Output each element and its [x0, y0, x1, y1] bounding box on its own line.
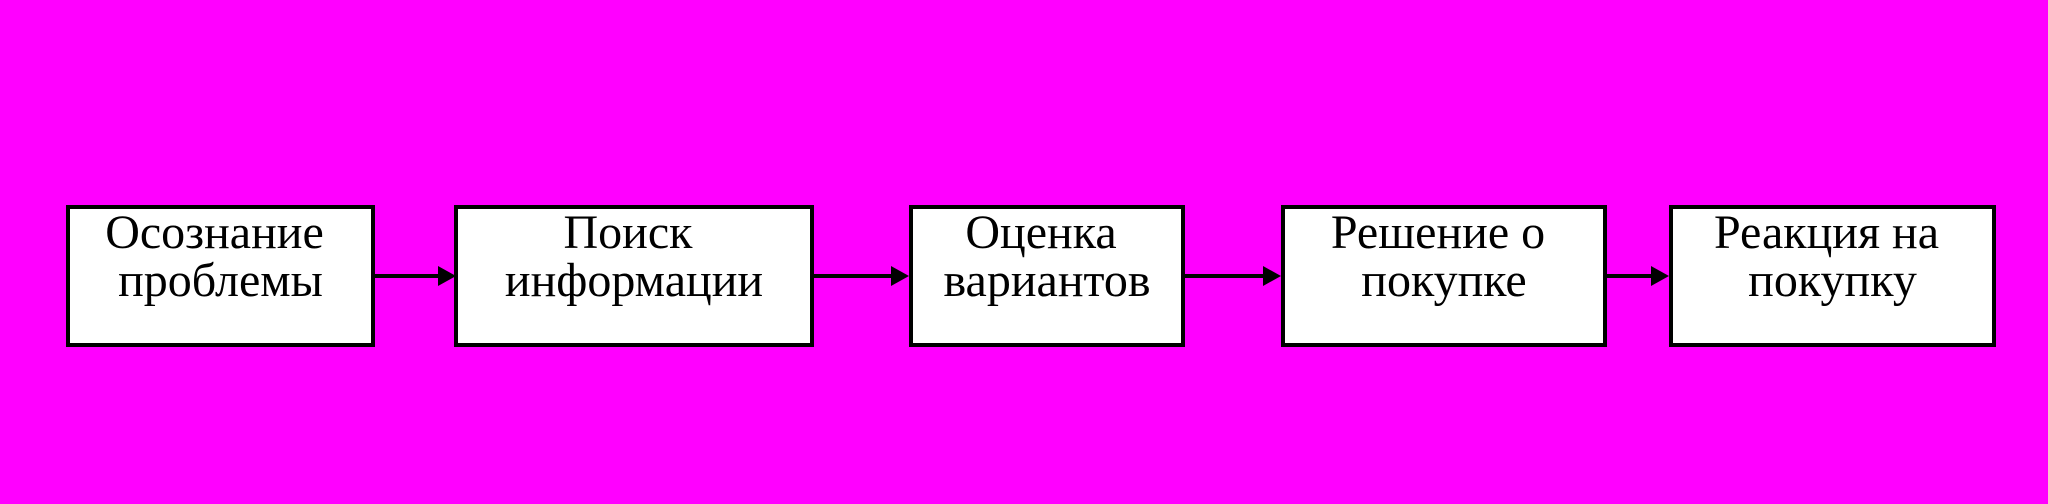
- step-box-information-search: Поиск информации: [454, 205, 814, 347]
- svg-text:Реакция на покупку: Реакция на покупку: [1714, 206, 1951, 307]
- step-label-line2: проблемы: [118, 254, 323, 307]
- step-label-line2: покупке: [1361, 254, 1526, 307]
- step-label-line2: вариантов: [943, 254, 1150, 307]
- flow-arrow-3: [1183, 266, 1281, 286]
- step-label-line2: покупку: [1748, 254, 1917, 307]
- flow-arrow-2: [812, 266, 909, 286]
- step-box-post-purchase-reaction: Реакция на покупку: [1669, 205, 1996, 347]
- step-box-purchase-decision: Решение о покупке: [1281, 205, 1607, 347]
- step-label-line2: информации: [505, 254, 763, 307]
- step-label-line1: Решение о: [1331, 206, 1545, 259]
- step-label-line1: Осознание: [105, 206, 324, 259]
- step-label-line1: Реакция на: [1714, 206, 1939, 259]
- step-box-problem-recognition: Осознание проблемы: [66, 205, 375, 347]
- svg-text:Решение о покупке: Решение о покупке: [1331, 206, 1557, 307]
- flow-arrow-1: [373, 266, 456, 286]
- flow-arrow-4: [1605, 266, 1669, 286]
- step-label-line1: Поиск: [564, 206, 694, 259]
- svg-text:Поиск информации: Поиск информации: [505, 206, 763, 307]
- step-label-line1: Оценка: [965, 206, 1116, 259]
- step-box-evaluation-of-alternatives: Оценка вариантов: [909, 205, 1185, 347]
- svg-text:Осознание проблемы: Осознание проблемы: [105, 206, 336, 307]
- svg-text:Оценка вариантов: Оценка вариантов: [943, 206, 1150, 307]
